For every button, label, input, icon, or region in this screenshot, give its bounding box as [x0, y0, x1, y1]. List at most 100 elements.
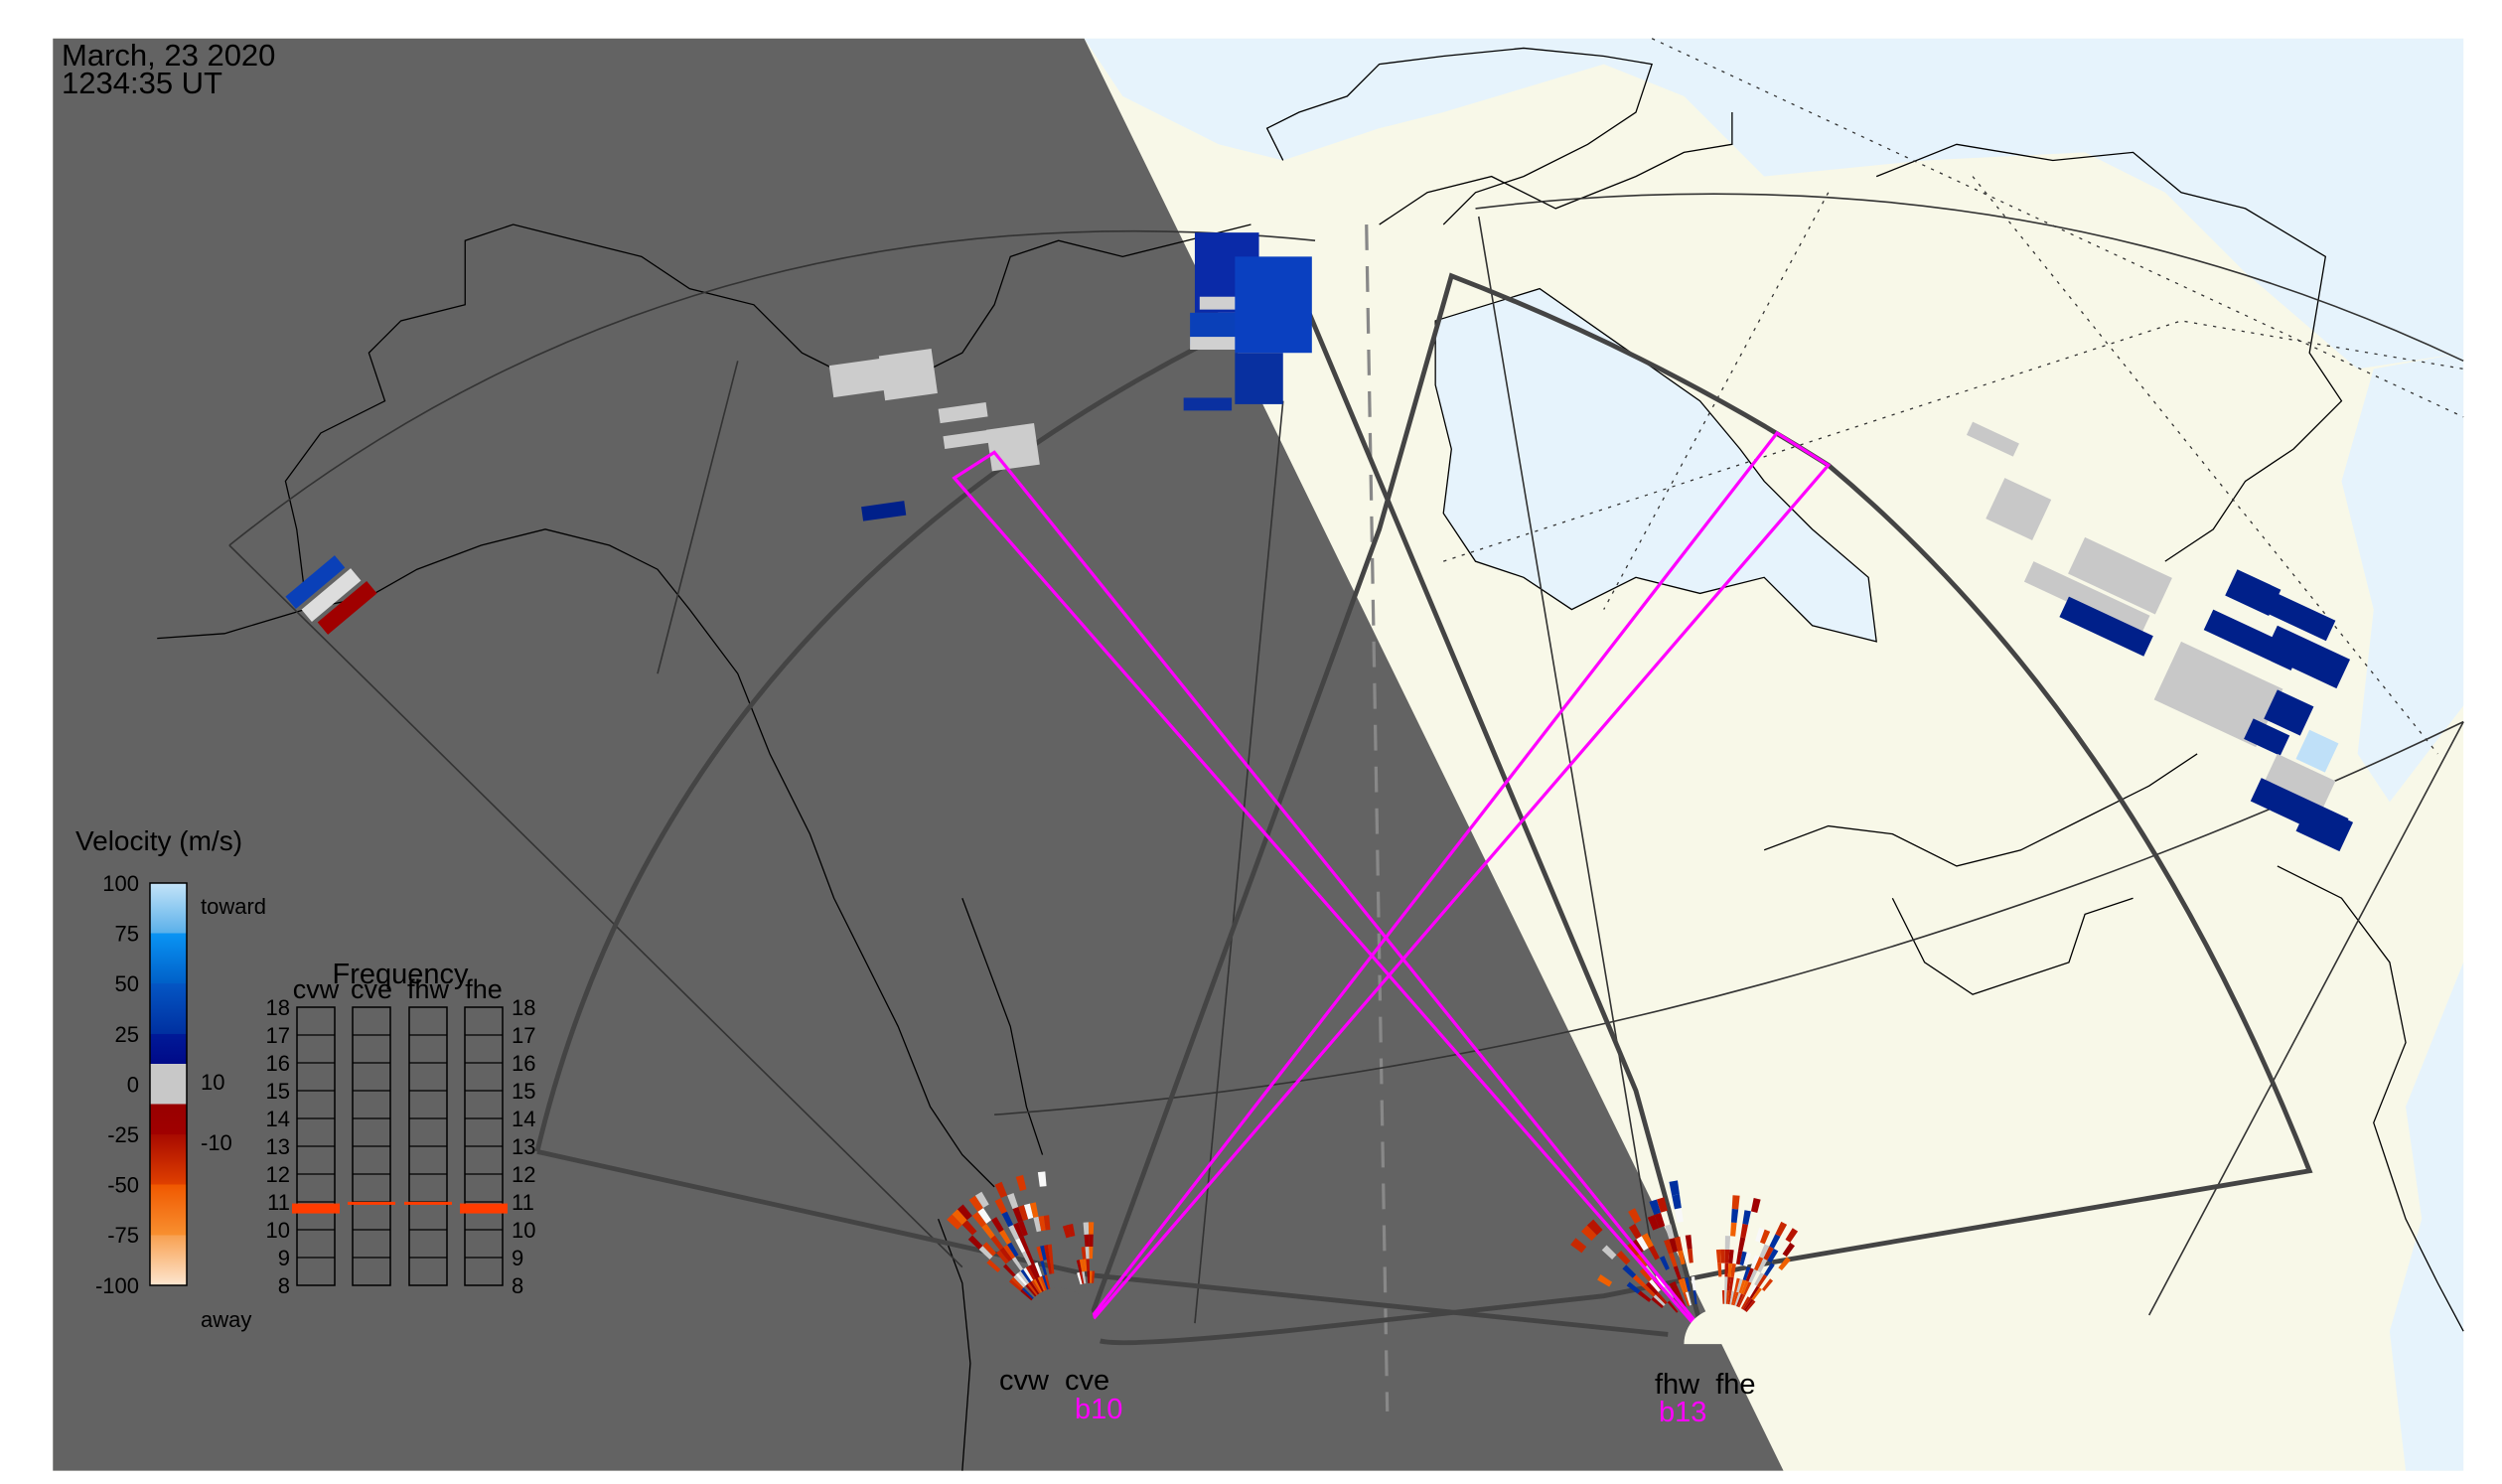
echo-cell — [1742, 1210, 1751, 1225]
echo-cell — [1035, 1277, 1044, 1292]
echo-cell — [1667, 1300, 1679, 1313]
beam-label-b13: b13 — [1659, 1397, 1706, 1428]
echo-cell — [1011, 1257, 1024, 1271]
echo-cell — [1037, 1171, 1047, 1187]
echo-cell — [1672, 1194, 1682, 1210]
frequency-tick-label: 15 — [512, 1079, 535, 1104]
echo-cell — [1986, 478, 2052, 540]
echo-cell — [967, 1235, 983, 1250]
echo-cell — [1782, 1242, 1796, 1258]
echo-cell — [2268, 593, 2336, 642]
echo-cell — [1031, 1279, 1041, 1294]
echo-cell — [1020, 1288, 1033, 1301]
echo-cell — [1755, 1227, 1765, 1243]
echo-cell — [1753, 1257, 1764, 1271]
fov-outlines — [534, 272, 2313, 1346]
velocity-tick-label: -100 — [95, 1273, 139, 1298]
echo-cell — [1039, 1275, 1048, 1291]
echo-cell — [1647, 1215, 1660, 1231]
echo-cell — [1040, 1260, 1048, 1275]
frequency-tick-label: 13 — [512, 1134, 535, 1159]
echo-cell — [1654, 1212, 1666, 1229]
echo-cell — [1740, 1296, 1750, 1310]
legend-ground-upper: 10 — [201, 1070, 224, 1095]
echo-cell — [1664, 1239, 1674, 1255]
echo-cell — [1730, 1222, 1737, 1237]
echo-cell — [1759, 1229, 1771, 1245]
echo-cell — [1034, 1261, 1043, 1277]
echo-cell — [1775, 1221, 1788, 1237]
frequency-title: Frequency — [332, 959, 469, 990]
echo-cell — [1089, 1246, 1094, 1260]
frequency-tick-label: 17 — [512, 1023, 535, 1048]
echo-cell — [1085, 1246, 1090, 1260]
echo-cell — [1681, 1277, 1689, 1292]
frequency-tick-label: 12 — [512, 1162, 535, 1187]
echo-cell — [1966, 421, 2019, 457]
echo-cell — [1732, 1291, 1739, 1306]
echo-cell — [861, 501, 907, 521]
echo-cell — [971, 1211, 987, 1228]
echo-cell — [1724, 1290, 1727, 1304]
echo-cell — [1745, 1267, 1754, 1282]
echo-cell — [1090, 1270, 1093, 1283]
echo-cell — [1082, 1270, 1087, 1284]
frequency-column-label: fhe — [465, 974, 503, 1004]
frequency-bar — [348, 1201, 395, 1205]
echo-cell — [991, 1217, 1004, 1233]
frequency-tick-label: 11 — [512, 1190, 534, 1215]
echo-cell — [1685, 1291, 1692, 1306]
echo-cell — [2225, 569, 2281, 617]
echo-cell — [1038, 1215, 1046, 1232]
echo-cell — [1750, 1255, 1760, 1269]
echo-cell — [986, 1259, 1001, 1272]
echo-cell — [878, 349, 938, 401]
beam-b13-outline — [952, 450, 1705, 1333]
echo-cell — [1008, 1278, 1022, 1291]
echo-cell — [2264, 689, 2314, 736]
echo-cell — [1003, 1245, 1016, 1260]
echo-cell — [1033, 1216, 1042, 1233]
echo-cell — [1653, 1294, 1666, 1307]
echo-cell — [1643, 1284, 1656, 1297]
echo-cell — [1754, 1272, 1765, 1286]
echo-cell — [1570, 1238, 1587, 1254]
echo-cell — [1739, 1251, 1747, 1266]
echo-cell — [1734, 1292, 1741, 1307]
echo-cell — [1761, 1278, 1774, 1291]
echo-cell — [1751, 1287, 1762, 1301]
echo-cell — [1049, 1259, 1055, 1274]
echo-cell — [1088, 1222, 1095, 1235]
echo-cell — [1727, 1290, 1732, 1305]
echo-cell — [1046, 1259, 1052, 1274]
echo-cell — [1628, 1208, 1642, 1225]
echo-cell — [1084, 1234, 1090, 1248]
frequency-tick-label: 15 — [266, 1079, 290, 1104]
echo-cell — [1674, 1236, 1683, 1252]
echo-cell — [2023, 561, 2150, 637]
echo-cell — [1656, 1197, 1668, 1213]
echo-cell — [1737, 1294, 1746, 1308]
echo-cell — [1036, 1246, 1044, 1261]
echo-cell — [1087, 1270, 1091, 1283]
echo-cell — [1586, 1219, 1603, 1236]
echo-cell — [938, 402, 988, 424]
echo-cell — [1628, 1224, 1642, 1240]
radar-label-fhw-fhe: fhw fhe — [1655, 1369, 1756, 1401]
echo-cell — [1079, 1271, 1085, 1284]
legend-away: away — [201, 1307, 251, 1332]
echo-cell — [943, 429, 993, 449]
echo-cell — [1029, 1202, 1039, 1218]
echo-cell — [317, 580, 377, 635]
echo-cell — [1023, 1267, 1034, 1281]
echo-cell — [1042, 1274, 1049, 1290]
radar-label-cvw-cve: cvw cve — [999, 1365, 1109, 1397]
echo-cell — [1736, 1278, 1743, 1293]
graticule — [1443, 38, 2464, 755]
echo-cell — [1669, 1180, 1680, 1196]
frequency-tick-label: 16 — [266, 1051, 290, 1076]
echo-cell — [977, 1208, 992, 1224]
frequency-column-label: cvw — [293, 974, 340, 1004]
echo-cell — [1007, 1193, 1019, 1210]
echo-cell — [1027, 1282, 1038, 1296]
